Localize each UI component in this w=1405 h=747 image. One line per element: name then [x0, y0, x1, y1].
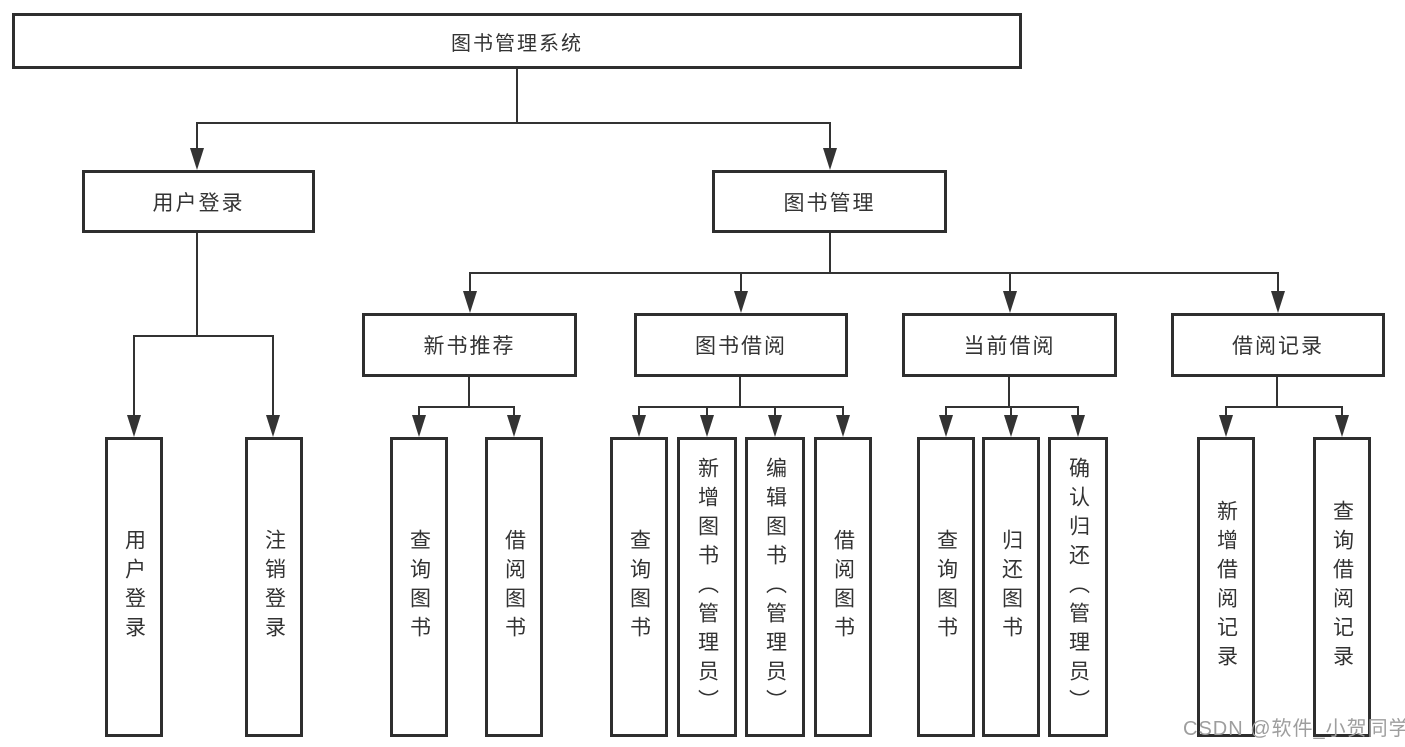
connector-rail — [638, 406, 844, 408]
arrow-down-icon — [266, 415, 280, 437]
leaf-borrow-books: 借阅图书 — [485, 437, 543, 737]
arrow-down-icon — [507, 415, 521, 437]
node-borrow-records: 借阅记录 — [1171, 313, 1385, 377]
connector-stem — [638, 406, 640, 417]
connector-rail — [418, 406, 515, 408]
leaf-label: 查询图书 — [407, 529, 431, 645]
leaf-add-books-admin: 新增图书（管理员） — [677, 437, 737, 737]
node-book-management: 图书管理 — [712, 170, 947, 233]
leaf-query-books: 查询图书 — [390, 437, 448, 737]
arrow-down-icon — [768, 415, 782, 437]
arrow-down-icon — [463, 291, 477, 313]
leaf-confirm-return-admin: 确认归还（管理员） — [1048, 437, 1108, 737]
leaf-user-login: 用户登录 — [105, 437, 163, 737]
node-user-login: 用户登录 — [82, 170, 315, 233]
leaf-label: 查询借阅记录 — [1330, 500, 1354, 674]
leaf-label: 新增借阅记录 — [1214, 500, 1238, 674]
connector-root-rail — [197, 122, 831, 124]
arrow-down-icon — [412, 415, 426, 437]
leaf-return-books: 归还图书 — [982, 437, 1040, 737]
arrow-down-icon — [1003, 291, 1017, 313]
leaf-label: 注销登录 — [262, 529, 286, 645]
node-label: 借阅记录 — [1232, 335, 1324, 358]
leaf-query-books: 查询图书 — [917, 437, 975, 737]
connector-stem — [272, 335, 274, 417]
csdn-watermark: CSDN @软件_小贺同学 — [1183, 718, 1405, 740]
connector-stem — [196, 233, 198, 337]
arrow-down-icon — [1004, 415, 1018, 437]
connector-stem — [829, 233, 831, 274]
leaf-label: 新增图书（管理员） — [695, 456, 719, 718]
connector-stem — [739, 377, 741, 408]
connector-stem — [468, 377, 470, 408]
connector-stem — [418, 406, 420, 417]
connector-stem — [1276, 377, 1278, 408]
arrow-down-icon — [1271, 291, 1285, 313]
connector-stem — [1077, 406, 1079, 417]
arrow-down-icon — [939, 415, 953, 437]
leaf-label: 查询图书 — [627, 529, 651, 645]
leaf-label: 借阅图书 — [502, 529, 526, 645]
connector-stem — [1009, 272, 1011, 293]
leaf-label: 查询图书 — [934, 529, 958, 645]
leaf-edit-books-admin: 编辑图书（管理员） — [745, 437, 805, 737]
connector-root-stem — [516, 69, 518, 124]
leaf-query-books: 查询图书 — [610, 437, 668, 737]
node-label: 新书推荐 — [423, 335, 516, 358]
node-new-book-recommend: 新书推荐 — [362, 313, 577, 377]
connector-stem — [513, 406, 515, 417]
connector-stem — [196, 122, 198, 150]
leaf-label: 编辑图书（管理员） — [763, 456, 787, 718]
node-root: 图书管理系统 — [12, 13, 1022, 69]
node-book-borrowing: 图书借阅 — [634, 313, 848, 377]
arrow-down-icon — [1071, 415, 1085, 437]
node-current-borrowing: 当前借阅 — [902, 313, 1117, 377]
leaf-label: 归还图书 — [999, 529, 1023, 645]
connector-rail — [133, 335, 274, 337]
node-label: 当前借阅 — [963, 335, 1056, 358]
leaf-query-borrow-record: 查询借阅记录 — [1313, 437, 1371, 737]
arrow-down-icon — [823, 148, 837, 170]
leaf-label: 用户登录 — [122, 529, 146, 645]
connector-stem — [133, 335, 135, 417]
connector-rail — [945, 406, 1079, 408]
arrow-down-icon — [190, 148, 204, 170]
leaf-add-borrow-record: 新增借阅记录 — [1197, 437, 1255, 737]
connector-stem — [774, 406, 776, 417]
connector-rail — [1225, 406, 1343, 408]
arrow-down-icon — [1219, 415, 1233, 437]
node-root-label: 图书管理系统 — [451, 32, 583, 55]
arrow-down-icon — [1335, 415, 1349, 437]
connector-stem — [829, 122, 831, 150]
connector-stem — [1277, 272, 1279, 293]
connector-stem — [740, 272, 742, 293]
node-label: 用户登录 — [152, 191, 245, 215]
connector-stem — [842, 406, 844, 417]
arrow-down-icon — [836, 415, 850, 437]
connector-stem — [1010, 406, 1012, 417]
node-label: 图书借阅 — [695, 335, 787, 358]
leaf-borrow-books: 借阅图书 — [814, 437, 872, 737]
leaf-label: 借阅图书 — [831, 529, 855, 645]
connector-stem — [945, 406, 947, 417]
connector-stem — [1341, 406, 1343, 417]
leaf-label: 确认归还（管理员） — [1066, 456, 1090, 718]
connector-stem — [1225, 406, 1227, 417]
leaf-logout: 注销登录 — [245, 437, 303, 737]
connector-rail — [469, 272, 1279, 274]
connector-stem — [1008, 377, 1010, 408]
arrow-down-icon — [632, 415, 646, 437]
arrow-down-icon — [127, 415, 141, 437]
node-label: 图书管理 — [783, 191, 876, 215]
connector-stem — [469, 272, 471, 293]
arrow-down-icon — [700, 415, 714, 437]
connector-stem — [706, 406, 708, 417]
arrow-down-icon — [734, 291, 748, 313]
